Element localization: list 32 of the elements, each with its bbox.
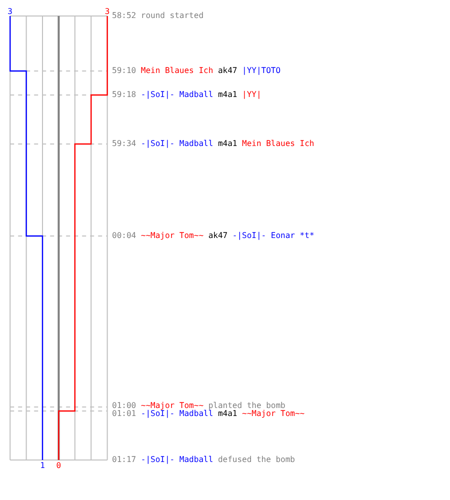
player-name: ~~Major Tom~~ bbox=[140, 402, 204, 410]
time-label: 59:10 bbox=[112, 67, 136, 75]
weapon-name: m4a1 bbox=[218, 410, 238, 418]
time-label: 01:00 bbox=[112, 402, 136, 410]
player-name: -|SoI|- Madball bbox=[140, 456, 214, 464]
event-text: defused the bomb bbox=[218, 456, 295, 464]
time-label: 01:17 bbox=[112, 456, 136, 464]
player-name: -|SoI|- Madball bbox=[140, 410, 214, 418]
value-label: 1 bbox=[40, 462, 45, 470]
weapon-name: ak47 bbox=[218, 67, 238, 75]
weapon-name: ak47 bbox=[208, 232, 228, 240]
value-label: 3 bbox=[8, 8, 12, 16]
player-name: |YY| bbox=[242, 91, 262, 99]
value-label: 3 bbox=[104, 8, 110, 16]
player-name: -|SoI|- Madball bbox=[140, 91, 214, 99]
player-name: Mein Blaues Ich bbox=[242, 140, 314, 148]
player-name: -|SoI|- Madball bbox=[140, 140, 214, 148]
weapon-name: m4a1 bbox=[218, 91, 238, 99]
time-label: 59:34 bbox=[112, 140, 136, 148]
player-name: ~~Major Tom~~ bbox=[242, 410, 305, 418]
event-text: round started bbox=[140, 12, 204, 20]
time-label: 01:01 bbox=[112, 410, 136, 418]
player-name: ~~Major Tom~~ bbox=[140, 232, 204, 240]
value-label: 0 bbox=[56, 462, 62, 470]
player-name: -|SoI|- Eonar *t* bbox=[232, 232, 314, 240]
time-label: 58:52 bbox=[112, 12, 136, 20]
player-name: Mein Blaues Ich bbox=[140, 67, 214, 75]
time-label: 59:18 bbox=[112, 91, 136, 99]
weapon-name: m4a1 bbox=[218, 140, 238, 148]
event-text: planted the bomb bbox=[208, 402, 286, 410]
time-label: 00:04 bbox=[112, 232, 136, 240]
player-name: |YY|TOTO bbox=[242, 67, 281, 75]
